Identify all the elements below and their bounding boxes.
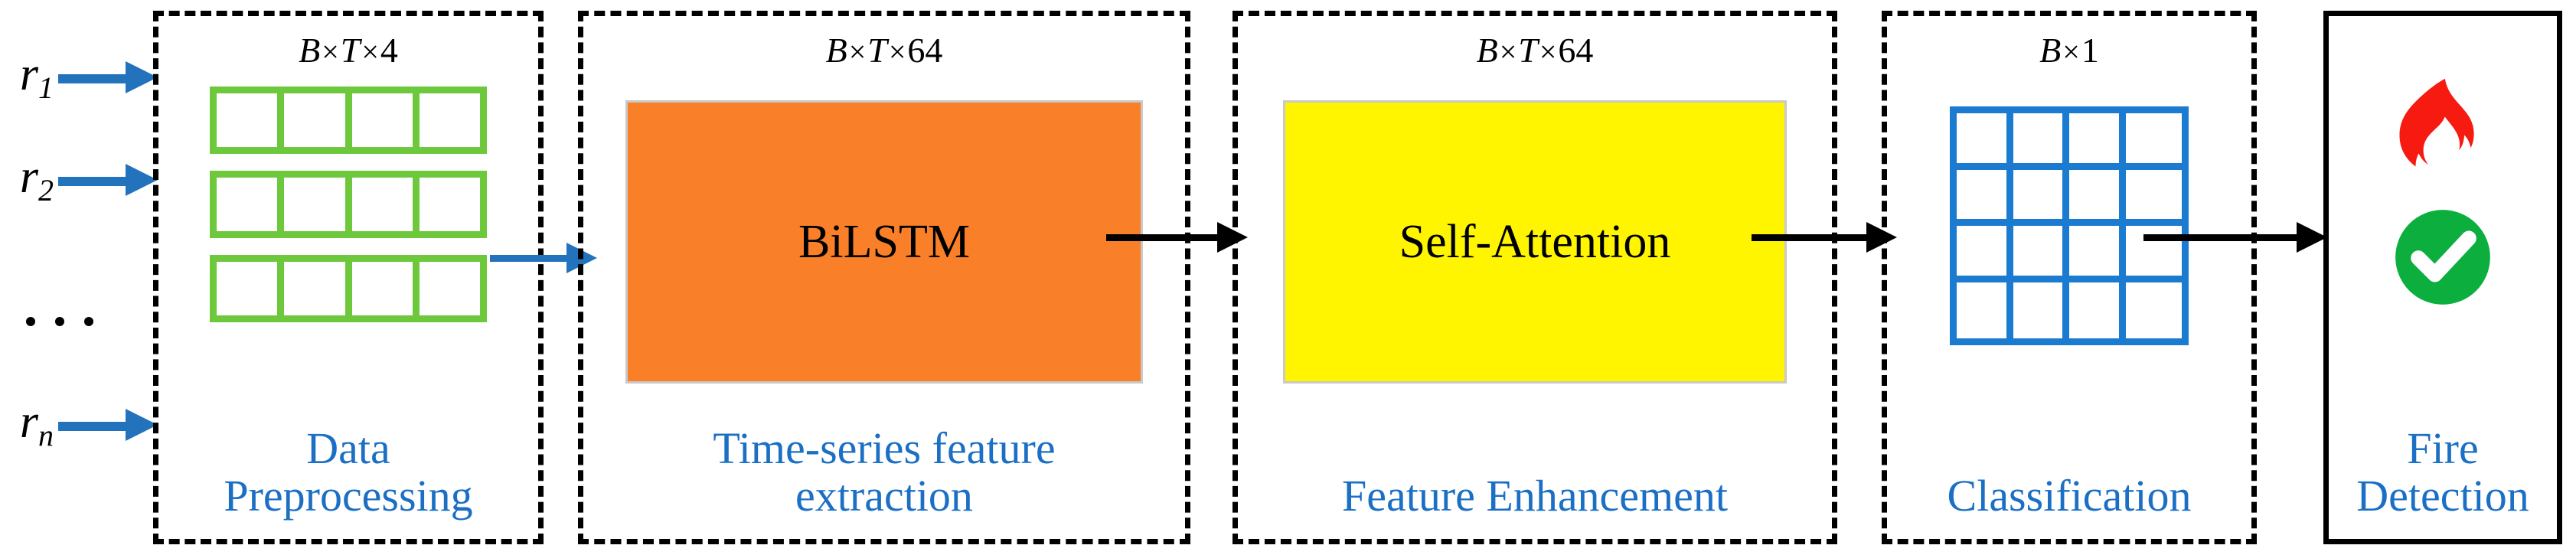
caption-fire-detection: Fire Detection	[2356, 423, 2529, 521]
grid-cell	[284, 178, 352, 231]
input-label-r1: r1	[19, 48, 54, 106]
stage-classification: B×1 Classification	[1882, 11, 2257, 544]
grid-cell	[420, 262, 480, 315]
shape-label-stage1: B×T×4	[299, 31, 398, 70]
self-attention-block: Self-Attention	[1283, 100, 1787, 384]
arrow-head	[126, 409, 158, 441]
grid-cell	[2125, 226, 2182, 282]
arrow-shaft	[490, 255, 570, 262]
stage-data-preprocessing: B×T×4 Data Preprocessing	[153, 11, 544, 544]
input-label-r2: r2	[19, 151, 54, 208]
arrow-shaft	[2143, 234, 2300, 241]
caption-data-preprocessing: Data Preprocessing	[224, 423, 473, 521]
caption-time-series-feature-extraction: Time-series feature extraction	[713, 423, 1056, 521]
grid-cell	[2013, 113, 2069, 170]
connector-arrow-3	[1752, 222, 1897, 253]
arrow-shaft	[58, 422, 127, 431]
caption-classification: Classification	[1947, 470, 2192, 521]
grid-cell	[2069, 282, 2126, 338]
flame-icon	[2392, 76, 2493, 194]
grid-cell	[2069, 226, 2126, 282]
shape-label-stage2: B×T×64	[825, 31, 943, 70]
self-attention-label: Self-Attention	[1399, 215, 1671, 268]
grid-cell	[284, 93, 352, 147]
dot	[55, 317, 64, 326]
arrow-head	[2297, 222, 2327, 253]
input-row-r1: r1	[0, 43, 158, 112]
stage-fire-detection: Fire Detection	[2323, 11, 2562, 544]
arrow-shaft	[1106, 234, 1221, 241]
preprocessing-row	[210, 255, 487, 322]
shape-label-stage3: B×T×64	[1476, 31, 1594, 70]
dot	[84, 317, 93, 326]
grid-cell	[420, 178, 480, 231]
classification-grid	[1950, 106, 2189, 345]
stage-feature-enhancement: B×T×64 Self-Attention Feature Enhancemen…	[1232, 11, 1837, 544]
input-arrow-rn	[58, 409, 158, 441]
input-signals-column: r1 r2 rn	[0, 0, 158, 555]
connector-arrow-4	[2143, 222, 2327, 253]
grid-cell	[2069, 113, 2126, 170]
grid-cell	[352, 93, 420, 147]
grid-cell	[352, 178, 420, 231]
grid-cell	[1957, 169, 2013, 226]
grid-cell	[2069, 169, 2126, 226]
shape-label-stage4: B×1	[2039, 31, 2099, 70]
grid-cell	[217, 178, 285, 231]
preprocessing-grid-stack	[210, 87, 487, 339]
stage-time-series-feature-extraction: B×T×64 BiLSTM Time-series feature extrac…	[578, 11, 1190, 544]
grid-cell	[284, 262, 352, 315]
grid-cell	[217, 262, 285, 315]
check-circle-icon	[2392, 207, 2493, 312]
grid-cell	[1957, 282, 2013, 338]
arrow-shaft	[58, 74, 127, 83]
arrow-head	[126, 164, 158, 196]
connector-arrow-2	[1106, 222, 1248, 253]
grid-cell	[2125, 113, 2182, 170]
grid-cell	[2013, 169, 2069, 226]
detection-icons	[2392, 76, 2493, 312]
preprocessing-row	[210, 87, 487, 154]
input-arrow-r1	[58, 61, 158, 93]
caption-feature-enhancement: Feature Enhancement	[1341, 470, 1729, 521]
dot	[26, 317, 35, 326]
arrow-shaft	[58, 177, 127, 186]
grid-cell	[420, 93, 480, 147]
arrow-shaft	[1752, 234, 1870, 241]
grid-cell	[217, 93, 285, 147]
grid-cell	[2125, 170, 2182, 226]
arrow-head	[126, 61, 158, 93]
grid-cell	[2013, 282, 2069, 338]
grid-cell	[2126, 282, 2183, 339]
grid-cell	[352, 262, 420, 315]
grid-cell	[2013, 226, 2069, 282]
input-label-rn: rn	[19, 396, 54, 453]
grid-cell	[1957, 113, 2013, 170]
input-row-rn: rn	[0, 390, 158, 459]
grid-cell	[1957, 226, 2013, 282]
input-row-r2: r2	[0, 145, 158, 214]
preprocessing-row	[210, 171, 487, 238]
bilstm-block: BiLSTM	[625, 100, 1143, 384]
input-ellipsis	[15, 306, 133, 337]
bilstm-label: BiLSTM	[798, 215, 970, 268]
input-arrow-r2	[58, 164, 158, 196]
